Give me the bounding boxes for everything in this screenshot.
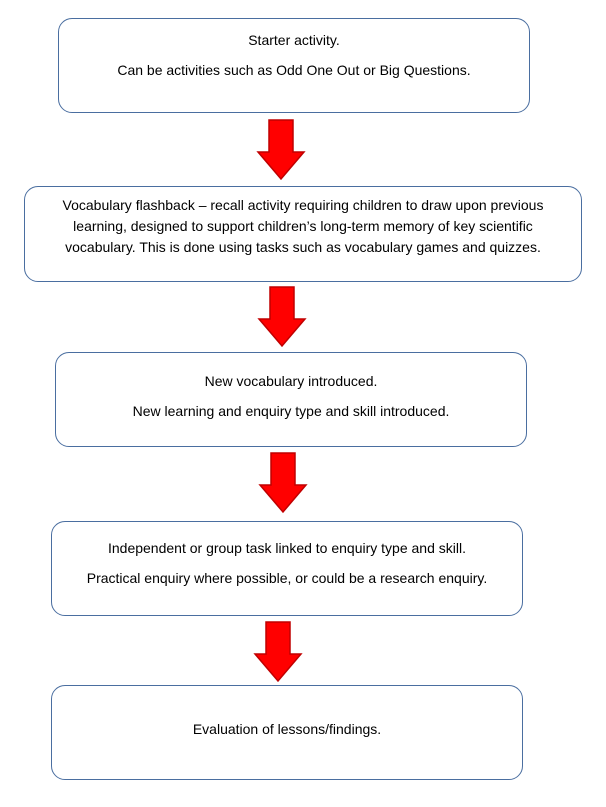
step-box-evaluation: Evaluation of lessons/findings. — [51, 685, 523, 780]
step-box-new-vocabulary: New vocabulary introduced. New learning … — [55, 352, 527, 447]
step-text: Practical enquiry where possible, or cou… — [86, 570, 488, 586]
step-text: Evaluation of lessons/findings. — [192, 721, 382, 737]
step-text: Independent or group task linked to enqu… — [107, 540, 466, 556]
down-arrow-icon — [258, 452, 308, 514]
step-text: Vocabulary flashback – recall activity r… — [62, 197, 544, 255]
step-box-vocabulary-flashback: Vocabulary flashback – recall activity r… — [24, 186, 582, 282]
down-arrow-icon — [257, 286, 307, 348]
step-box-starter: Starter activity. Can be activities such… — [58, 18, 530, 113]
step-text: Starter activity. — [248, 32, 340, 48]
step-box-independent-task: Independent or group task linked to enqu… — [51, 521, 523, 616]
step-text: New vocabulary introduced. — [204, 373, 378, 389]
step-text: New learning and enquiry type and skill … — [132, 403, 450, 419]
down-arrow-icon — [256, 119, 306, 181]
step-text: Can be activities such as Odd One Out or… — [117, 62, 471, 78]
down-arrow-icon — [253, 621, 303, 683]
